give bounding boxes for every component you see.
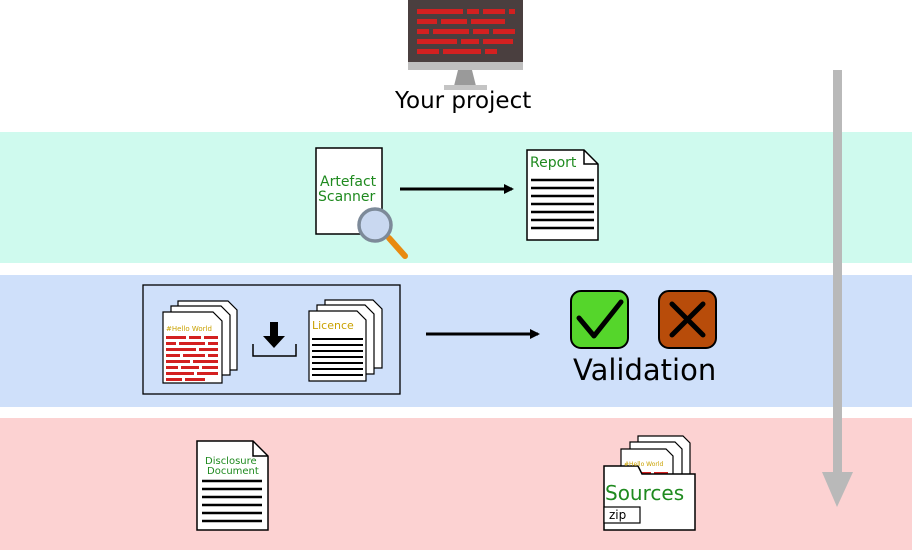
zip-label: zip [609,508,627,522]
folder-doc-text: #Hello World [624,461,664,468]
magnifier-icon [357,207,408,259]
disclosure-band [0,418,912,550]
flow-arrow-icon [822,70,853,507]
source-document-stack-icon [162,300,238,384]
cross-icon [658,290,717,349]
report-label: Report [530,155,577,171]
download-icon [252,322,297,357]
source-doc-text: #Hello World [166,325,212,333]
disclosure-label-line2: Document [207,466,259,477]
licence-label: Licence [312,319,354,332]
check-icon [570,290,629,349]
disclosure-document [196,440,269,531]
sources-label: Sources [605,481,685,505]
computer-monitor-icon [408,0,523,90]
licence-document-stack-icon [308,299,383,382]
folder-icon [603,435,696,531]
validation-band [0,275,912,407]
validation-label: Validation [573,353,717,387]
scanner-label-line1: Artefact [320,174,377,190]
scanner-band [0,132,912,263]
report-document [526,149,599,241]
scanner-label-line2: Scanner [318,189,376,205]
disclosure-label-line1: Disclosure [205,456,257,467]
project-label: Your project [395,88,532,114]
validation-input-box [142,284,401,395]
